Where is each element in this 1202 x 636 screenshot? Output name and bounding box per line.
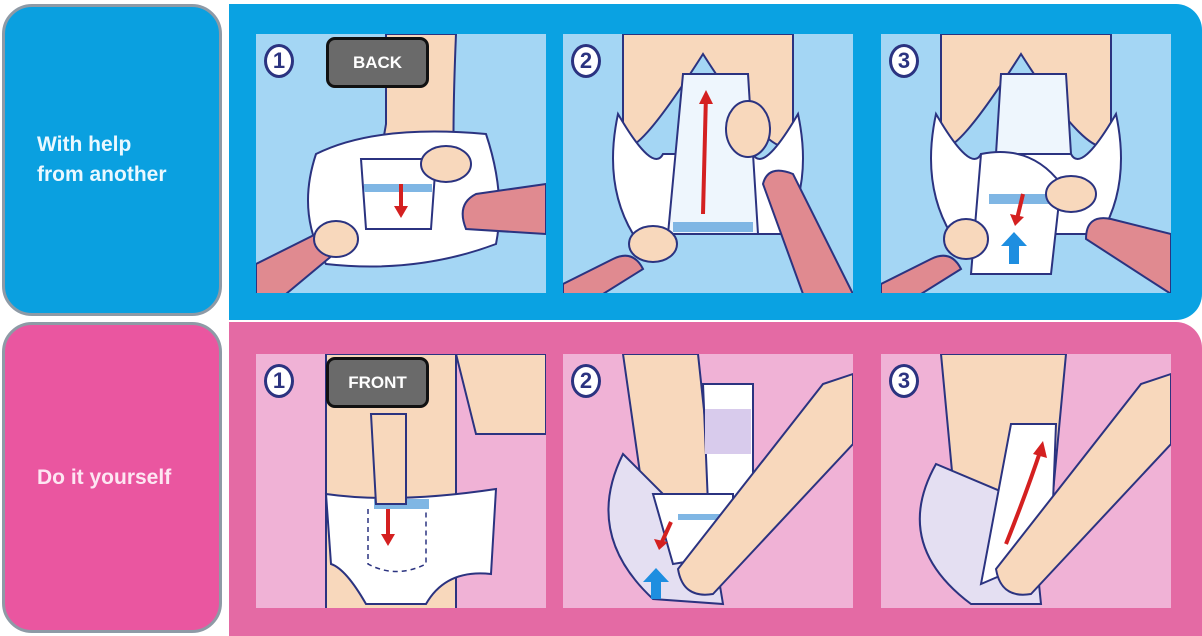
illustration-putting-on-back — [256, 34, 546, 293]
step-number-badge: 1 — [264, 44, 294, 78]
row-label-with-help: With help from another — [2, 4, 222, 316]
step-panel-help-2: 2 — [563, 34, 853, 293]
step-number-badge: 3 — [889, 44, 919, 78]
illustration-fold-pad-self — [607, 354, 853, 606]
row-label-do-it-yourself: Do it yourself — [2, 322, 222, 633]
step-number-badge: 1 — [264, 364, 294, 398]
step-number-badge: 3 — [889, 364, 919, 398]
step-panel-self-2: 2 — [563, 354, 853, 608]
step-panel-help-1: 1 BACK — [256, 34, 546, 293]
step-number-badge: 2 — [571, 364, 601, 398]
illustration-insert-front — [324, 354, 546, 608]
do-it-yourself-steps-band: 1 FRONT 2 — [229, 322, 1202, 636]
row-label-line: from another — [37, 163, 167, 186]
back-tag: BACK — [326, 37, 429, 88]
step-panel-help-3: 3 — [881, 34, 1171, 293]
illustration-pull-up-back — [563, 34, 853, 293]
illustration-adjust-front — [881, 34, 1171, 293]
with-help-steps-band: 1 BACK 2 — [229, 4, 1202, 320]
illustration-pull-up-self — [918, 354, 1171, 605]
row-label-line: With help — [37, 133, 132, 156]
step-panel-self-3: 3 — [881, 354, 1171, 608]
front-tag: FRONT — [326, 357, 429, 408]
step-panel-self-1: 1 FRONT — [256, 354, 546, 608]
row-label-line: Do it yourself — [37, 465, 172, 489]
step-number-badge: 2 — [571, 44, 601, 78]
